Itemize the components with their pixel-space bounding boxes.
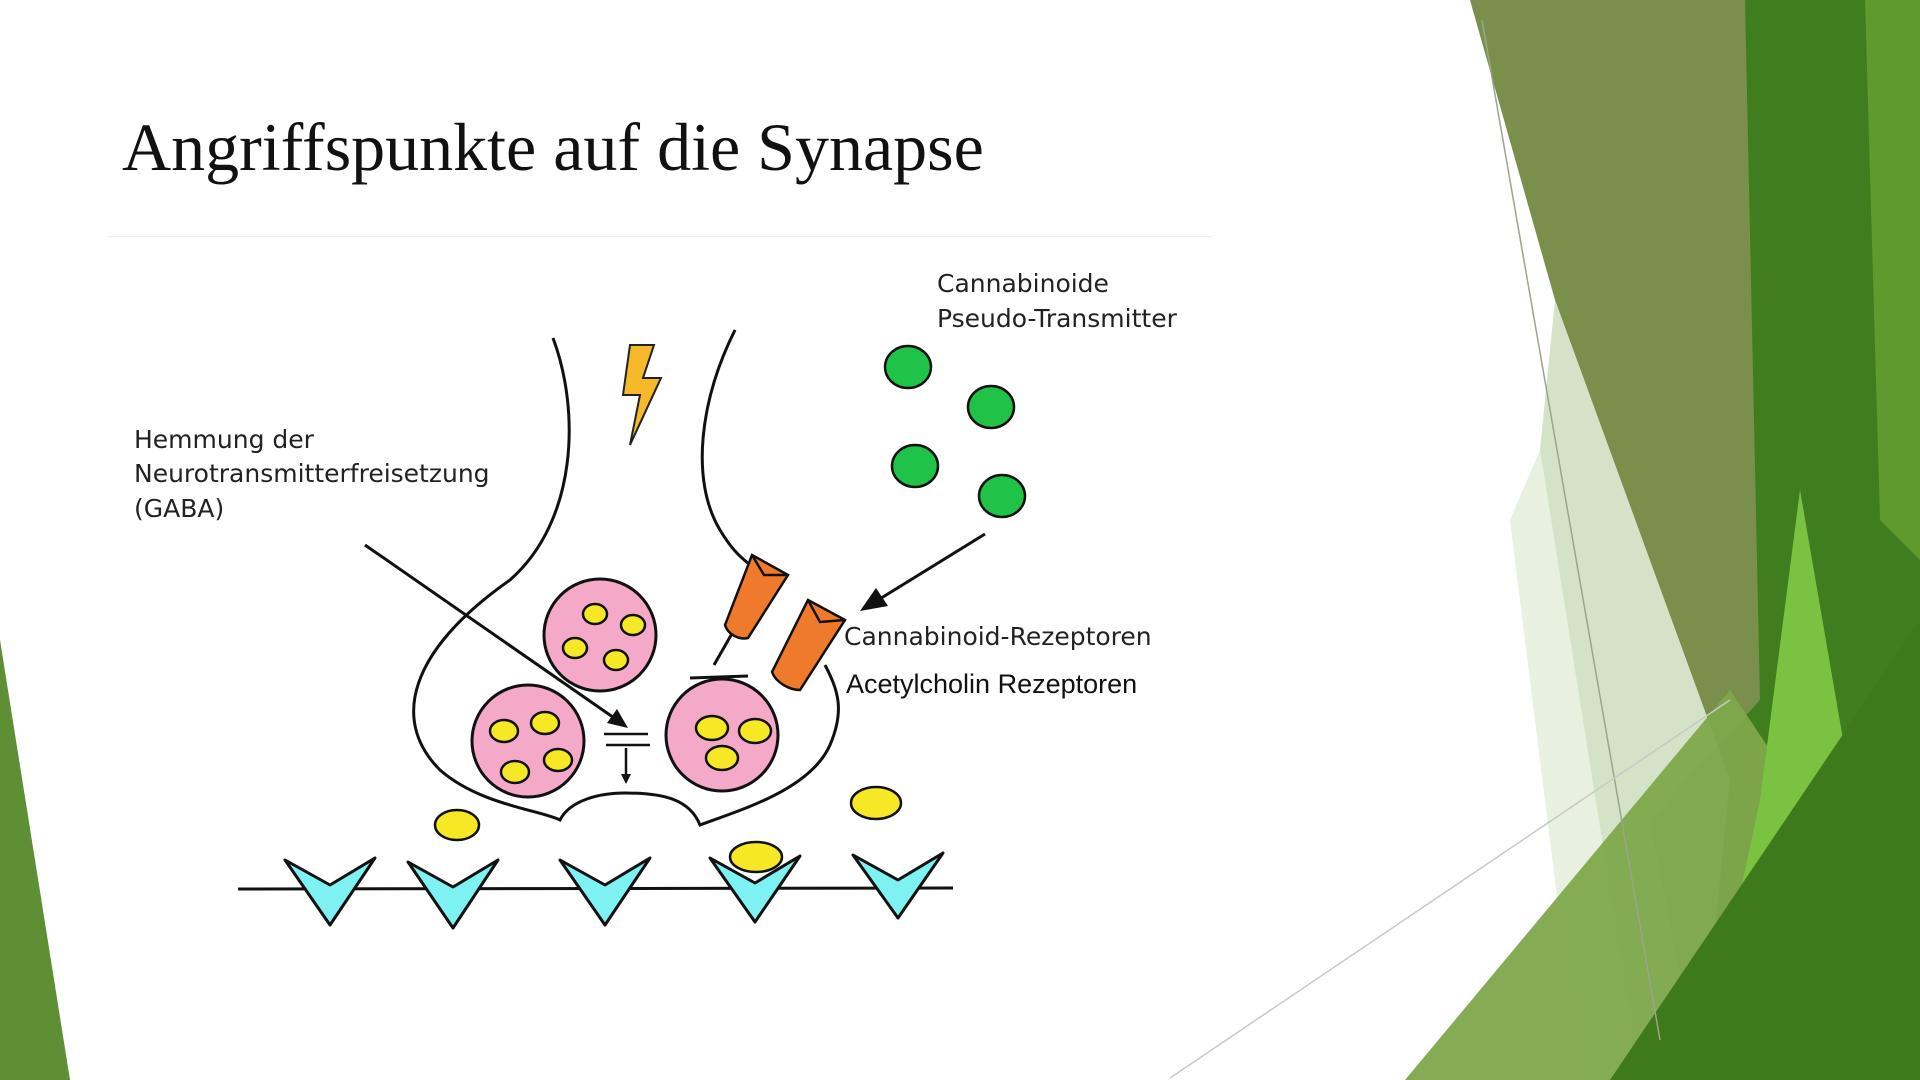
label-cannabinoide-line2: Pseudo-Transmitter bbox=[937, 304, 1178, 333]
deco-mid-panel bbox=[1865, 0, 1920, 560]
presynaptic-outline-right bbox=[700, 329, 752, 567]
label-hemmung-line2: Neurotransmitterfreisetzung bbox=[134, 459, 490, 488]
free-transmitter-1 bbox=[433, 808, 481, 842]
lightning-icon bbox=[621, 344, 663, 446]
cannabinoid-receptor-1 bbox=[723, 553, 790, 640]
label-hemmung-line3: (GABA) bbox=[134, 494, 224, 523]
acetylcholine-receptor bbox=[558, 856, 652, 927]
vesicle-top bbox=[542, 577, 658, 693]
inhibition-mark bbox=[604, 732, 650, 784]
label-cannabinoid-receptors: Cannabinoid-Rezeptoren bbox=[844, 622, 1152, 651]
vesicle-left bbox=[470, 683, 586, 799]
arrow-cannabinoid-to-receptor bbox=[869, 532, 986, 607]
acetylcholine-receptor bbox=[708, 854, 802, 924]
deco-thin-line-1 bbox=[1481, 19, 1661, 1041]
postsynaptic-receptors bbox=[283, 851, 945, 930]
deco-olive-panel bbox=[1470, 0, 1785, 780]
deco-bottom-dark bbox=[1610, 620, 1920, 1080]
acetylcholine-receptor bbox=[406, 858, 500, 930]
presynaptic-outline bbox=[412, 337, 840, 827]
receptor-stem bbox=[712, 629, 736, 666]
label-cannabinoide-line1: Cannabinoide bbox=[937, 269, 1109, 298]
cannabinoid-receptor-2 bbox=[770, 598, 847, 692]
arrow-gaba-head bbox=[607, 709, 628, 728]
acetylcholine-receptor bbox=[283, 856, 377, 927]
arrow-cannabinoid-head bbox=[860, 588, 888, 611]
vesicle-right bbox=[664, 677, 780, 793]
label-acetylcholine-receptors: Acetylcholin Rezeptoren bbox=[846, 669, 1137, 699]
receptor-bracket bbox=[689, 674, 749, 680]
free-transmitter-2 bbox=[849, 785, 903, 821]
bound-transmitter bbox=[728, 840, 784, 874]
cannabinoid-molecules bbox=[883, 344, 1027, 519]
slide-title: Angriffspunkte auf die Synapse bbox=[122, 109, 984, 185]
arrow-gaba-inhibition bbox=[364, 543, 621, 724]
title-divider bbox=[108, 236, 1213, 237]
deco-thin-line-2 bbox=[1169, 699, 1731, 1079]
label-hemmung-line1: Hemmung der bbox=[134, 425, 315, 454]
acetylcholine-receptor bbox=[851, 851, 945, 920]
